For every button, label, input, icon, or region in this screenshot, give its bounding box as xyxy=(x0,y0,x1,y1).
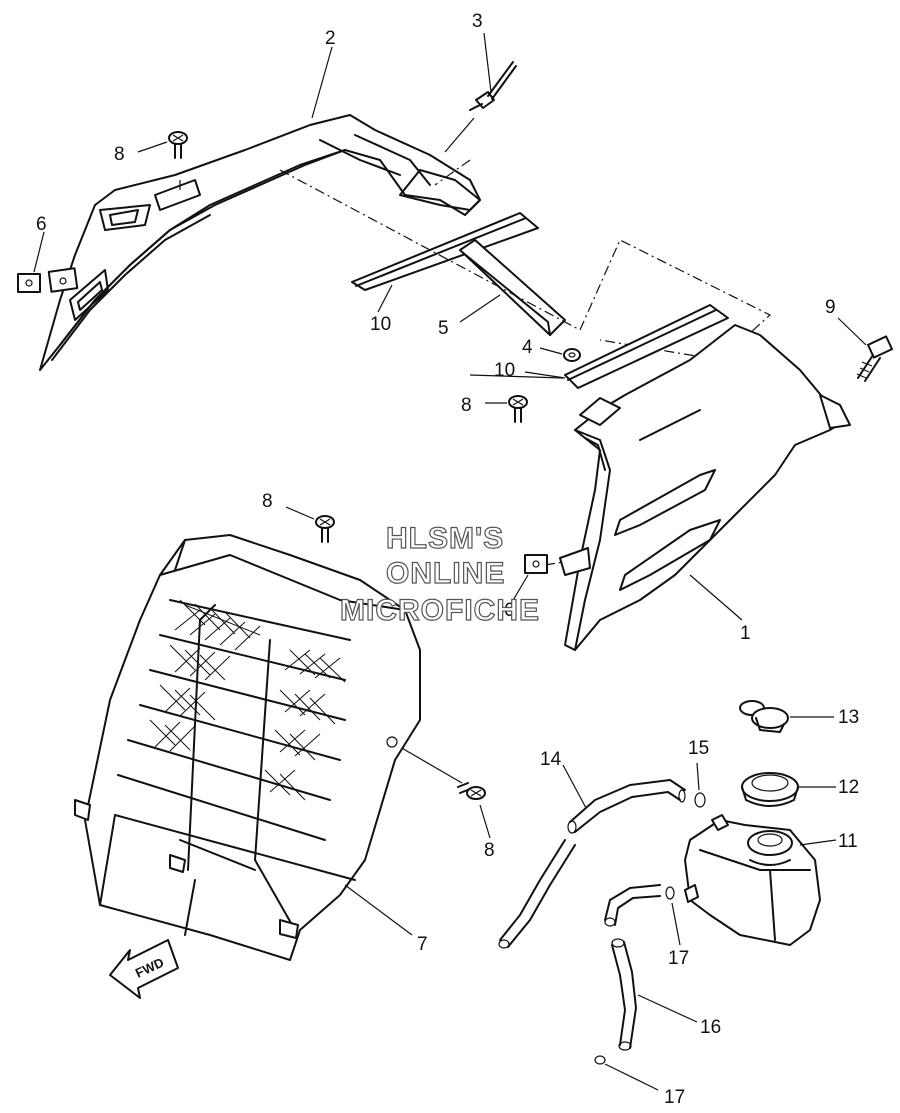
part-15-clamp xyxy=(694,792,706,808)
callout-1: 1 xyxy=(740,623,751,644)
callout-5: 5 xyxy=(438,318,449,339)
part-8-screw-middle xyxy=(508,395,528,423)
leader-5 xyxy=(459,294,501,323)
assembly-line-1 xyxy=(279,169,772,361)
part-10-strip-lower xyxy=(564,304,729,389)
part-6-clip-left xyxy=(17,267,79,293)
callout-12: 12 xyxy=(838,777,859,798)
callout-16: 16 xyxy=(700,1017,721,1038)
part-6-clip-right xyxy=(524,554,548,574)
leader-1 xyxy=(689,574,743,621)
part-11-reservoir-tank xyxy=(684,814,821,946)
leader-10b-ext xyxy=(469,374,564,379)
callout-8-side: 8 xyxy=(484,840,495,861)
fwd-arrow: FWD xyxy=(109,939,179,999)
callout-7: 7 xyxy=(417,934,428,955)
callout-4: 4 xyxy=(522,337,533,358)
part-8-screw-side xyxy=(457,782,486,800)
part-12-filler-neck xyxy=(741,772,799,807)
part-17-clamp-lower xyxy=(594,1055,606,1065)
leader-8-line xyxy=(399,746,463,784)
callout-3: 3 xyxy=(472,11,483,32)
leader-9 xyxy=(837,317,867,346)
part-3-pin xyxy=(469,61,517,111)
part-2-upper-shroud xyxy=(39,114,481,371)
leader-17b xyxy=(604,1063,659,1091)
leader-6a xyxy=(33,231,45,273)
leader-16 xyxy=(637,994,698,1023)
callout-10-lower: 10 xyxy=(494,360,515,381)
watermark-line-1: HLSM'S xyxy=(386,522,504,555)
leader-8d xyxy=(479,804,491,839)
part-4-grommet xyxy=(563,348,581,362)
leader-15 xyxy=(696,762,700,791)
leader-14 xyxy=(562,764,587,809)
part-10-strip-upper xyxy=(351,212,539,291)
part-17-clamp-upper xyxy=(665,886,675,900)
callout-14: 14 xyxy=(540,749,562,770)
leader-17a xyxy=(671,902,681,946)
part-13-cap xyxy=(739,700,789,733)
callout-8-top: 8 xyxy=(114,144,125,165)
callout-15: 15 xyxy=(688,738,709,759)
leader-8a xyxy=(137,141,168,153)
assembly-line-3 xyxy=(434,159,471,186)
callout-6-right: 6 xyxy=(504,600,515,621)
leader-4 xyxy=(539,347,563,355)
part-7-radiator-grille xyxy=(74,534,421,961)
callout-11: 11 xyxy=(838,831,858,852)
watermark-line-2: ONLINE xyxy=(386,557,505,590)
leader-2 xyxy=(311,46,333,119)
part-16-hose xyxy=(604,884,661,1051)
part-8-screw-grille xyxy=(315,515,335,543)
callout-17-upper: 17 xyxy=(668,948,689,969)
leader-3-pos xyxy=(444,117,475,153)
leader-10b xyxy=(524,371,566,379)
callout-13: 13 xyxy=(838,707,859,728)
callout-8-grille: 8 xyxy=(262,491,273,512)
leader-6b xyxy=(511,574,529,603)
leader-10a xyxy=(377,284,393,313)
callout-8-middle: 8 xyxy=(461,395,472,416)
callout-2: 2 xyxy=(325,28,336,49)
part-8-screw-top xyxy=(168,131,188,159)
part-1-right-shroud xyxy=(559,324,851,651)
callout-9: 9 xyxy=(825,297,836,318)
leader-8c xyxy=(285,506,315,520)
callout-6-left: 6 xyxy=(36,214,47,235)
watermark-line-3: MICROFICHE xyxy=(340,594,540,627)
watermark: HLSM'S ONLINE MICROFICHE xyxy=(339,521,540,627)
callout-10-upper: 10 xyxy=(370,314,391,335)
leader-7 xyxy=(344,884,413,936)
part-5-foam xyxy=(459,239,566,336)
callout-17-lower: 17 xyxy=(664,1087,685,1108)
leader-11 xyxy=(799,839,837,846)
part-14-hose xyxy=(498,779,686,949)
part-9-bolt xyxy=(856,335,894,382)
leader-3 xyxy=(483,32,492,93)
